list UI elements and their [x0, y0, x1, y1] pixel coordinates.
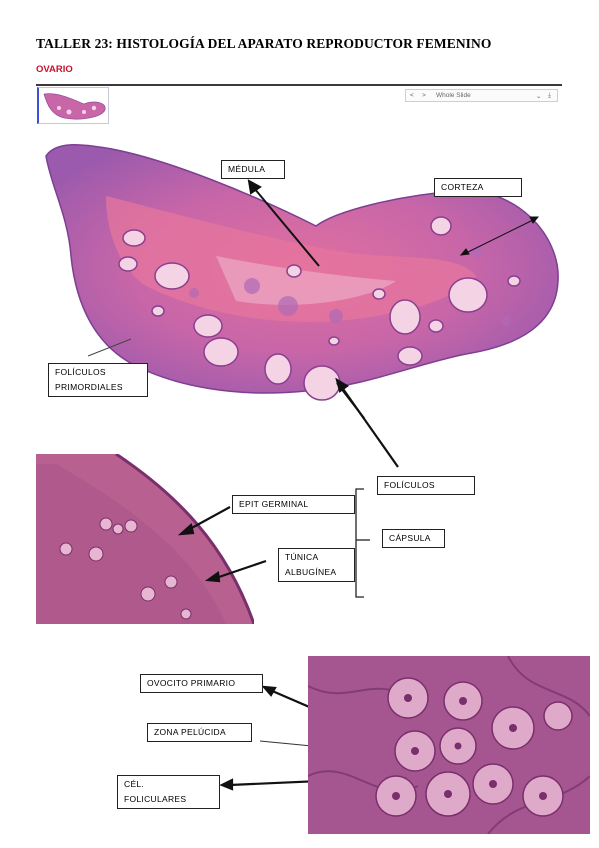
download-icon[interactable]: ⤓	[548, 92, 551, 99]
label-capsula: CÁPSULA	[382, 529, 445, 548]
slide-toolbar: < > Whole Slide ⌄ ⤓	[405, 89, 558, 102]
view-mode-select[interactable]: Whole Slide	[436, 92, 471, 99]
slide-thumbnail[interactable]	[37, 87, 109, 124]
label-line-1: FOLÍCULOS	[55, 367, 106, 377]
prev-button[interactable]: <	[410, 92, 414, 99]
label-zona-pelucida: ZONA PELÚCIDA	[147, 723, 252, 742]
section-divider	[36, 84, 562, 86]
label-foliculos-primordiales: FOLÍCULOS PRIMORDIALES	[48, 363, 148, 397]
label-corteza: CORTEZA	[434, 178, 522, 197]
label-foliculos: FOLÍCULOS	[377, 476, 475, 495]
label-medula: MÉDULA	[221, 160, 285, 179]
label-line-2: FOLICULARES	[124, 794, 187, 804]
oocyte-micrograph	[308, 656, 590, 834]
slide-viewer[interactable]	[36, 86, 562, 418]
label-epit-germinal: EPIT GERMINAL	[232, 495, 355, 514]
label-line-1: TÚNICA	[285, 552, 319, 562]
label-line-2: ALBUGÍNEA	[285, 567, 337, 577]
chevron-down-icon[interactable]: ⌄	[536, 93, 542, 100]
label-tunica-albuginea: TÚNICA ALBUGÍNEA	[278, 548, 355, 582]
capsule-image	[36, 454, 254, 624]
label-ovocito-primario: OVOCITO PRIMARIO	[140, 674, 263, 693]
next-button[interactable]: >	[422, 92, 426, 99]
capsule-micrograph	[36, 454, 254, 624]
section-subtitle: OVARIO	[36, 64, 73, 75]
label-line-2: PRIMORDIALES	[55, 382, 123, 392]
thumbnail-image	[43, 93, 106, 120]
ovary-slide-image	[45, 144, 559, 418]
oocyte-image	[308, 656, 590, 834]
label-line-1: CÉL.	[124, 779, 145, 789]
page-title: TALLER 23: HISTOLOGÍA DEL APARATO REPROD…	[36, 36, 492, 51]
label-cel-foliculares: CÉL. FOLICULARES	[117, 775, 220, 809]
